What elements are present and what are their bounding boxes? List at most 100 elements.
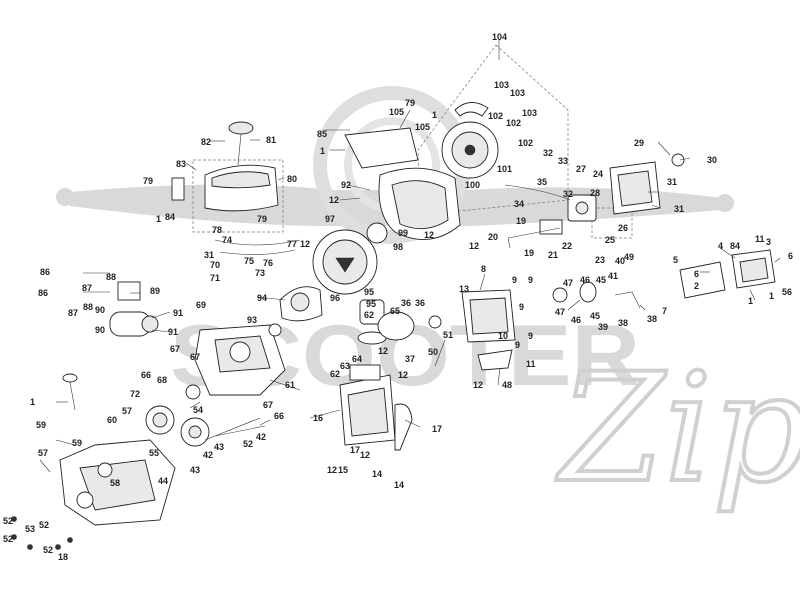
callout-label: 68 [157, 375, 167, 385]
callout-label: 12 [327, 465, 337, 475]
callout-label: 85 [317, 129, 327, 139]
callout-label: 1 [30, 397, 35, 407]
callout-label: 73 [255, 268, 265, 278]
callout-label: 31 [674, 204, 684, 214]
callout-label: 48 [502, 380, 512, 390]
callout-label: 44 [158, 476, 168, 486]
callout-label: 101 [497, 164, 512, 174]
callout-label: 25 [605, 235, 615, 245]
callout-label: 59 [36, 420, 46, 430]
group-box-carburetor [591, 207, 633, 239]
callout-label: 90 [95, 305, 105, 315]
callout-label: 93 [247, 315, 257, 325]
callout-label: 3 [766, 237, 771, 247]
callout-label: 12 [424, 230, 434, 240]
callout-label: 61 [285, 380, 295, 390]
starter-motor [109, 281, 159, 337]
callout-label: 86 [40, 267, 50, 277]
clutch-assembly [145, 405, 261, 447]
callout-label: 43 [214, 442, 224, 452]
callout-label: 55 [149, 448, 159, 458]
callout-label: 91 [168, 327, 178, 337]
callout-label: 96 [330, 293, 340, 303]
callout-label: 45 [596, 275, 606, 285]
flywheel [312, 222, 388, 295]
callout-label: 6 [694, 269, 699, 279]
callout-label: 75 [244, 256, 254, 266]
callout-label: 82 [201, 137, 211, 147]
callout-label: 87 [68, 308, 78, 318]
callout-label: 12 [398, 370, 408, 380]
callout-label: 89 [150, 286, 160, 296]
callout-label: 102 [488, 111, 503, 121]
callout-label: 88 [83, 302, 93, 312]
callout-labels: 104 103 103 103 102 102 102 101 100 105 … [3, 32, 793, 562]
callout-label: 35 [537, 177, 547, 187]
callout-label: 36 [401, 298, 411, 308]
callout-label: 67 [190, 352, 200, 362]
air-filter [609, 153, 685, 215]
callout-label: 8 [481, 264, 486, 274]
callout-label: 88 [106, 272, 116, 282]
callout-label: 66 [141, 370, 151, 380]
callout-label: 9 [528, 331, 533, 341]
callout-label: 41 [608, 271, 618, 281]
callout-label: 18 [58, 552, 68, 562]
callout-label: 71 [210, 273, 220, 283]
callout-label: 45 [590, 311, 600, 321]
callout-label: 67 [170, 344, 180, 354]
callout-label: 22 [562, 241, 572, 251]
ignition-coil [279, 286, 323, 322]
callout-label: 64 [352, 354, 362, 364]
callout-label: 12 [300, 239, 310, 249]
callout-label: 60 [107, 415, 117, 425]
callout-label: 9 [515, 340, 520, 350]
callout-label: 69 [196, 300, 206, 310]
callout-label: 90 [95, 325, 105, 335]
callout-label: 83 [176, 159, 186, 169]
callout-label: 56 [782, 287, 792, 297]
recoil-starter [441, 102, 499, 179]
callout-label: 11 [755, 234, 765, 244]
callout-label: 86 [38, 288, 48, 298]
callout-label: 43 [190, 465, 200, 475]
callout-label: 57 [122, 406, 132, 416]
piston-group [357, 299, 442, 345]
callout-label: 31 [204, 250, 214, 260]
callout-label: 70 [210, 260, 220, 270]
callout-label: 52 [43, 545, 53, 555]
callout-label: 47 [563, 278, 573, 288]
callout-label: 98 [393, 242, 403, 252]
callout-label: 100 [465, 180, 480, 190]
crankcase [185, 323, 286, 400]
callout-label: 102 [518, 138, 533, 148]
callout-label: 1 [748, 296, 753, 306]
camshaft [214, 379, 301, 437]
callout-label: 103 [494, 80, 509, 90]
callout-label: 87 [82, 283, 92, 293]
callout-label: 50 [428, 347, 438, 357]
callout-label: 31 [667, 177, 677, 187]
callout-label: 81 [266, 135, 276, 145]
callout-label: 79 [257, 214, 267, 224]
callout-label: 79 [405, 98, 415, 108]
callout-label: 63 [340, 361, 350, 371]
callout-label: 34 [514, 199, 524, 209]
callout-label: 32 [563, 189, 573, 199]
callout-label: 74 [222, 235, 232, 245]
callout-label: 99 [398, 228, 408, 238]
callout-label: 6 [788, 251, 793, 261]
callout-label: 17 [432, 424, 442, 434]
callout-label: 26 [618, 223, 628, 233]
exhaust-outlet [679, 249, 776, 299]
callout-label: 12 [378, 346, 388, 356]
callout-label: 24 [593, 169, 603, 179]
callout-label: 9 [519, 302, 524, 312]
fuel-tank [171, 121, 279, 212]
callout-label: 97 [325, 214, 335, 224]
callout-label: 36 [415, 298, 425, 308]
callout-label: 17 [350, 445, 360, 455]
callout-label: 10 [498, 331, 508, 341]
callout-label: 38 [618, 318, 628, 328]
leader-lines [39, 40, 781, 473]
